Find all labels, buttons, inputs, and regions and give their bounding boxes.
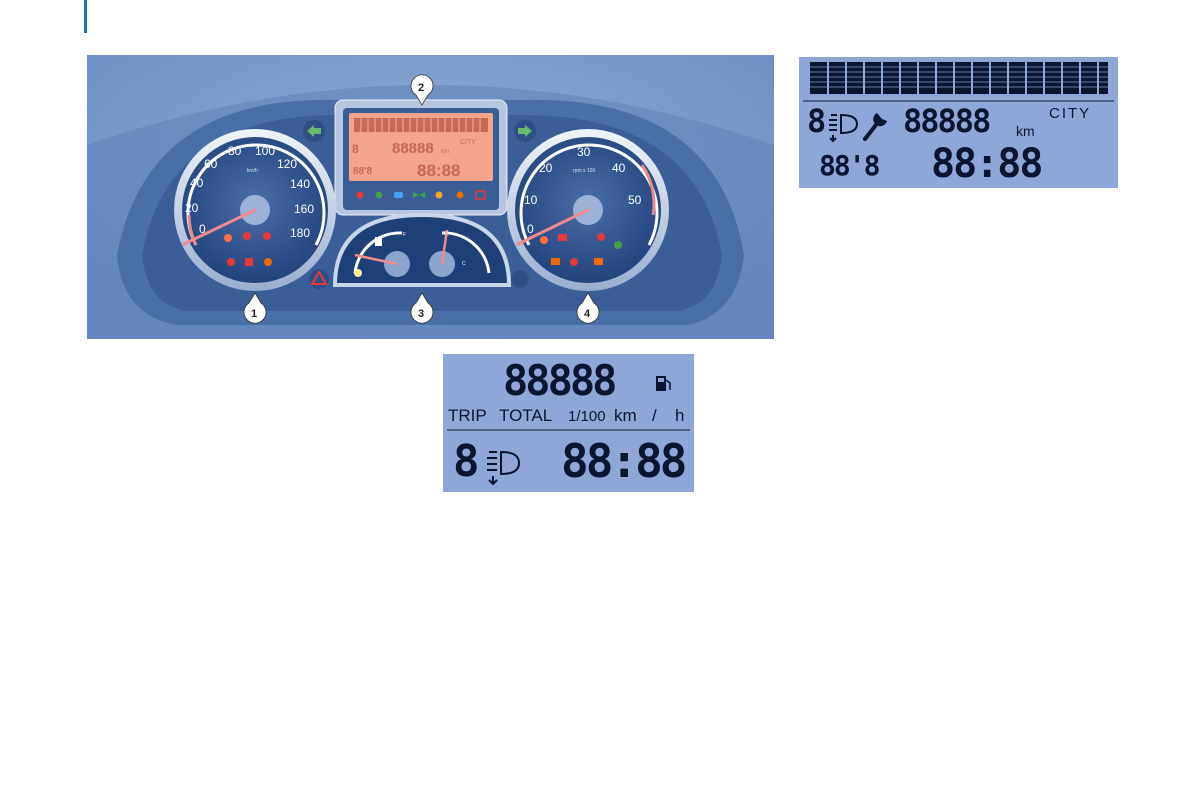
turn-left-icon — [303, 120, 325, 142]
wrench-icon — [863, 113, 887, 141]
multifunction-display-top: 8 88888 km CITY 88'8 88:88 — [799, 57, 1118, 188]
tachometer-warning-lamps — [540, 233, 622, 266]
speed-tick: 40 — [190, 176, 204, 190]
label-slash: / — [652, 406, 657, 425]
rpm-tick: 50 — [628, 193, 642, 207]
center-lcd-mode: CITY — [460, 139, 476, 146]
speed-tick: 80 — [228, 144, 242, 158]
top-lcd-mode: CITY — [1049, 105, 1092, 122]
center-lcd-unit: km — [441, 149, 449, 155]
callout-4: 4 — [576, 292, 600, 324]
center-lcd-clock: 88:88 — [417, 161, 460, 180]
headlamp-icon — [487, 450, 521, 486]
rpm-tick: 10 — [524, 193, 538, 207]
fuel-mark-f: F — [403, 232, 406, 238]
speed-tick: 100 — [255, 144, 275, 158]
svg-text:1: 1 — [251, 308, 257, 320]
warning-lamp-row — [356, 190, 486, 200]
rpm-tick: 0 — [527, 222, 534, 236]
rpm-tick: 20 — [539, 161, 553, 175]
speed-tick: 140 — [290, 177, 310, 191]
top-lcd-unit: km — [1016, 123, 1035, 139]
label-per-100: 1/100 — [568, 408, 606, 425]
fuel-temperature-gauges: F H C — [332, 212, 512, 287]
speedometer-warning-lamps — [224, 232, 272, 266]
svg-text:3: 3 — [418, 308, 424, 320]
center-lcd-odometer: 88888 — [392, 140, 434, 157]
callout-1: 1 — [243, 292, 267, 324]
hazard-icon — [309, 269, 329, 289]
temp-mark-c: C — [462, 261, 466, 267]
label-km: km — [614, 406, 637, 425]
instrument-panel-illustration: 8 88888 km CITY 88'8 88:88 0 20 40 60 80… — [87, 55, 774, 339]
top-lcd-odometer: 88888 — [903, 102, 991, 140]
speed-tick: 160 — [294, 202, 314, 216]
svg-text:2: 2 — [418, 82, 424, 94]
speed-tick: 120 — [277, 157, 297, 171]
bottom-lcd-value: 88888 — [503, 356, 617, 405]
turn-right-icon — [514, 120, 536, 142]
label-h: h — [675, 406, 685, 425]
svg-text:4: 4 — [584, 308, 591, 320]
temp-mark-h: H — [444, 231, 448, 237]
top-lcd-digit: 8 — [807, 102, 827, 140]
label-total: TOTAL — [499, 406, 553, 425]
rpm-tick: 40 — [612, 161, 626, 175]
tachometer-dial: 0 10 20 30 40 50 rpm x 100 — [507, 129, 669, 291]
speedometer-dial: 0 20 40 60 80 100 120 140 160 180 km/h — [174, 129, 336, 291]
speed-tick: 180 — [290, 226, 310, 240]
page-accent-bar — [84, 0, 87, 33]
speed-unit: km/h — [247, 168, 258, 174]
callout-2: 2 — [410, 74, 434, 106]
fuel-pump-icon — [656, 376, 671, 391]
top-lcd-clock: 88:88 — [931, 141, 1043, 187]
speed-tick: 0 — [199, 222, 206, 236]
callout-3: 3 — [410, 292, 434, 324]
center-lcd-small: 88'8 — [353, 166, 373, 177]
rpm-tick: 30 — [577, 145, 591, 159]
label-trip: TRIP — [448, 406, 487, 425]
bottom-lcd-digit: 8 — [453, 436, 480, 487]
bottom-lcd-clock: 88:88 — [561, 434, 687, 488]
center-lcd-digit: 8 — [352, 142, 359, 156]
headlamp-icon — [829, 113, 859, 143]
speed-tick: 60 — [204, 157, 218, 171]
speed-tick: 20 — [185, 201, 199, 215]
top-lcd-small: 88'8 — [819, 149, 880, 182]
multifunction-display-bottom: 88888 TRIP TOTAL 1/100 km / h 8 88:88 — [443, 354, 694, 492]
rpm-unit: rpm x 100 — [573, 168, 595, 174]
